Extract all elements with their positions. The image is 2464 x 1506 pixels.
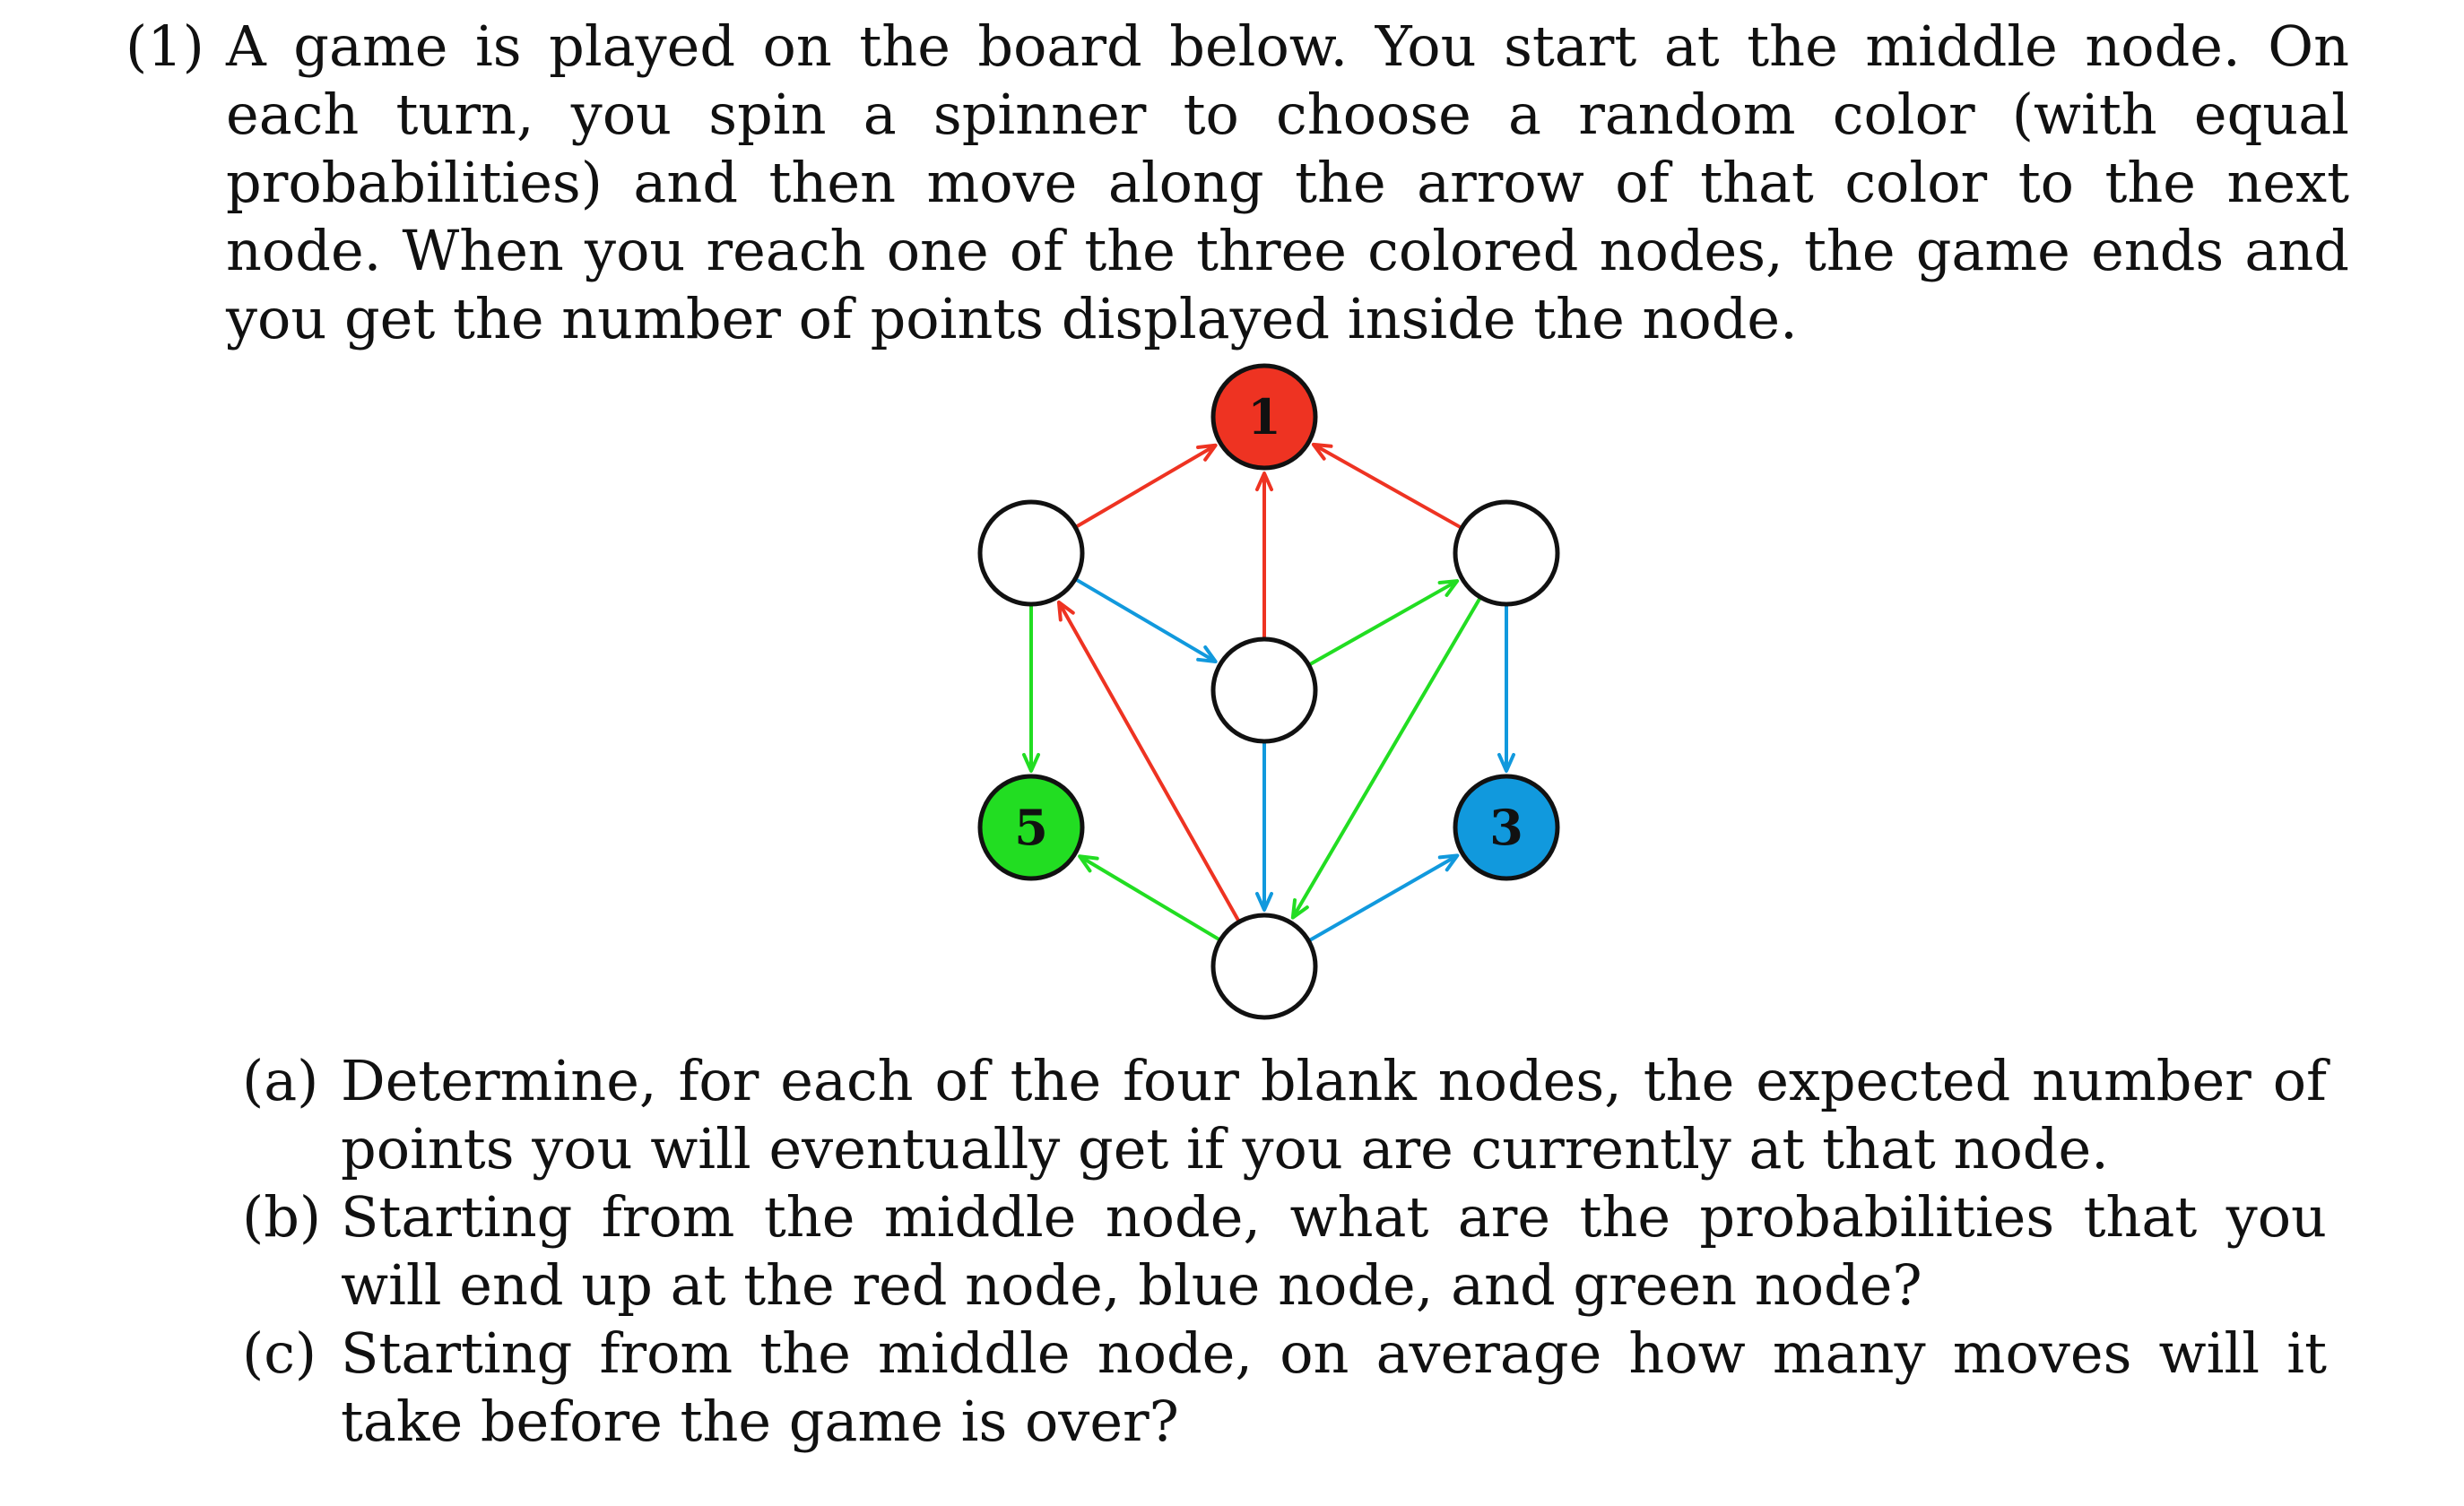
subpart-a: (a) Determine, for each of the four blan… xyxy=(242,1047,2327,1183)
arrow-shaft xyxy=(1079,854,1220,941)
subpart-label: (a) xyxy=(242,1048,319,1113)
arrow-head xyxy=(1437,579,1460,597)
arrow-shaft xyxy=(1075,578,1217,663)
green-arrow-top-left-node-to-green-node xyxy=(1022,606,1040,773)
node-circle xyxy=(1210,636,1318,744)
problem-text: A game is played on the board below. You… xyxy=(226,13,2349,351)
top-right-node xyxy=(1453,499,1560,607)
blue-arrow-top-left-node-to-middle-node xyxy=(1075,578,1218,664)
arrow-head xyxy=(1290,898,1309,920)
arrow-shaft xyxy=(1291,597,1481,919)
arrow-head xyxy=(1255,892,1273,912)
arrow-head xyxy=(1311,442,1333,461)
arrow-shaft xyxy=(1309,579,1459,666)
node-points-label: 1 xyxy=(1247,388,1281,446)
arrow-head xyxy=(1022,753,1040,773)
subpart-label: (b) xyxy=(242,1184,322,1250)
red-node: 1 xyxy=(1210,363,1318,471)
arrow-head xyxy=(1196,645,1218,664)
subpart-c: (c) Starting from the middle node, on av… xyxy=(242,1320,2327,1456)
arrow-shaft xyxy=(1057,601,1240,922)
subpart-text: Starting from the middle node, what are … xyxy=(341,1184,2327,1318)
node-points-label: 3 xyxy=(1489,799,1523,856)
subparts-list: (a) Determine, for each of the four blan… xyxy=(242,1047,2327,1456)
red-arrow-top-right-node-to-red-node xyxy=(1311,442,1462,529)
node-circle xyxy=(1210,913,1318,1020)
red-arrow-bottom-node-to-top-left-node xyxy=(1056,600,1240,922)
problem-number: (1) xyxy=(126,13,204,79)
blue-node: 3 xyxy=(1453,774,1560,881)
arrow-head xyxy=(1196,443,1218,462)
green-arrow-top-right-node-to-bottom-node xyxy=(1290,597,1481,920)
node-circle xyxy=(1210,363,1318,471)
middle-node xyxy=(1210,636,1318,744)
green-arrow-middle-node-to-top-right-node xyxy=(1309,579,1460,666)
arrow-head xyxy=(1255,472,1273,491)
subpart-text: Starting from the middle node, on averag… xyxy=(341,1320,2327,1454)
green-arrow-bottom-node-to-green-node xyxy=(1078,854,1220,941)
arrow-shaft xyxy=(1075,444,1217,528)
red-arrow-middle-node-to-red-node xyxy=(1255,472,1273,637)
node-circle xyxy=(1453,499,1560,607)
node-points-label: 5 xyxy=(1014,799,1048,856)
node-circle xyxy=(1453,774,1560,881)
blue-arrow-bottom-node-to-blue-node xyxy=(1309,853,1460,942)
edge-layer xyxy=(1022,442,1515,942)
arrow-shaft xyxy=(1312,443,1462,529)
bottom-node xyxy=(1210,913,1318,1020)
top-left-node xyxy=(977,499,1085,607)
arrow-head xyxy=(1056,600,1075,622)
green-node: 5 xyxy=(977,774,1085,881)
game-board-svg: 1 5 3 xyxy=(977,363,1560,1020)
subpart-text: Determine, for each of the four blank no… xyxy=(341,1048,2327,1181)
blue-arrow-middle-node-to-bottom-node xyxy=(1255,743,1273,912)
subpart-b: (b) Starting from the middle node, what … xyxy=(242,1183,2327,1320)
blue-arrow-top-right-node-to-blue-node xyxy=(1497,606,1515,773)
node-layer: 1 5 3 xyxy=(977,363,1560,1020)
problem-statement: (1) A game is played on the board below.… xyxy=(126,13,2349,353)
subpart-label: (c) xyxy=(242,1320,317,1386)
node-circle xyxy=(977,499,1085,607)
arrow-head xyxy=(1497,753,1515,773)
arrow-head xyxy=(1078,854,1099,873)
node-circle xyxy=(977,774,1085,881)
game-board-diagram: 1 5 3 xyxy=(950,354,1578,1053)
red-arrow-top-left-node-to-red-node xyxy=(1075,443,1218,528)
arrow-head xyxy=(1437,853,1460,872)
arrow-shaft xyxy=(1309,853,1459,942)
